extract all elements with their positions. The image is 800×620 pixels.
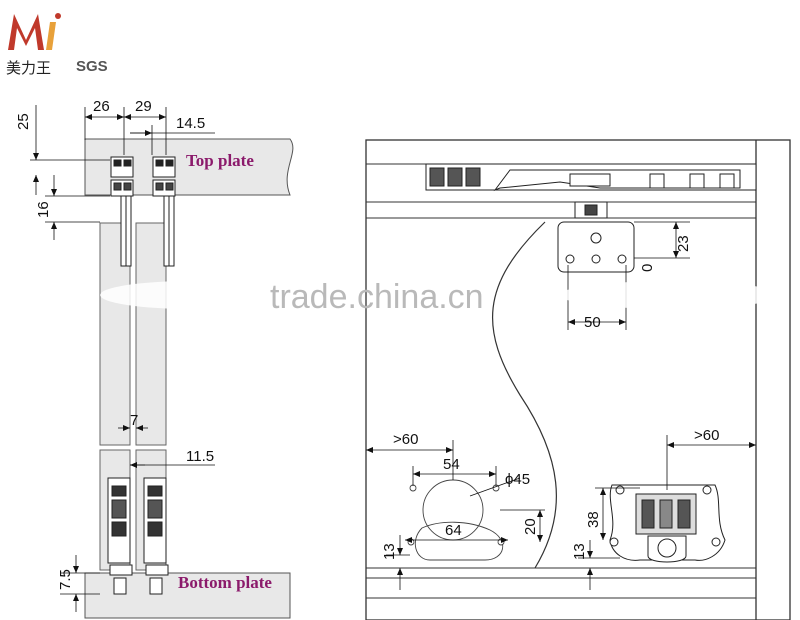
bottom-guide-left: [107, 477, 133, 595]
dim-20: 20: [522, 518, 539, 535]
dim-25: 25: [15, 113, 32, 130]
dim-13-right: 13: [571, 543, 588, 560]
right-front-view: 23 0 50 >60 >60 54 ϕ45 64 20 13 38 13: [365, 139, 791, 620]
dim-gt60-left: >60: [393, 431, 418, 448]
bottom-guide-right: [143, 477, 169, 595]
dim-7-5: 7.5: [57, 569, 74, 590]
dim-50: 50: [584, 314, 601, 331]
dim-29: 29: [135, 98, 152, 115]
dim-0: 0: [639, 264, 656, 272]
dim-54: 54: [443, 456, 460, 473]
top-plate: [84, 138, 294, 196]
dim-11-5: 11.5: [186, 448, 214, 465]
top-hanger-left: [110, 156, 134, 267]
top-sliding-mechanism: [425, 163, 757, 219]
left-side-view: Top plate Bottom plate: [15, 98, 294, 619]
bottom-plate-label: Bottom plate: [178, 573, 272, 592]
dim-14-5: 14.5: [176, 115, 205, 132]
top-plate-label: Top plate: [186, 151, 254, 170]
dim-13-left: 13: [381, 543, 398, 560]
dim-7: 7: [130, 412, 138, 429]
dimension-lines-left: [30, 105, 215, 612]
dim-64: 64: [445, 522, 462, 539]
bottom-right-roller-assembly: [609, 484, 726, 563]
brand-cert-sgs: SGS: [76, 58, 108, 75]
top-hanger-right: [152, 156, 176, 267]
door-right-upper: [135, 222, 167, 446]
dim-16: 16: [35, 201, 52, 218]
dim-23: 23: [675, 235, 692, 252]
dim-gt60-right: >60: [694, 427, 719, 444]
brand-name-cn: 美力王: [6, 59, 51, 77]
brand-logo: 美力王 SGS: [6, 13, 108, 77]
bottom-left-roller-outline: [407, 479, 505, 561]
bottom-rail: [366, 567, 756, 599]
watermark-text: trade.china.cn: [270, 278, 484, 316]
dim-phi45: ϕ45: [505, 471, 530, 488]
dim-26: 26: [93, 98, 110, 115]
hanger-plate: [557, 221, 635, 273]
watermark: trade.china.cn: [100, 278, 780, 316]
logo-mark-accent-icon: [46, 22, 56, 50]
logo-mark-icon: [8, 14, 44, 50]
door-curve-line: [492, 221, 557, 569]
dim-38: 38: [585, 511, 602, 528]
